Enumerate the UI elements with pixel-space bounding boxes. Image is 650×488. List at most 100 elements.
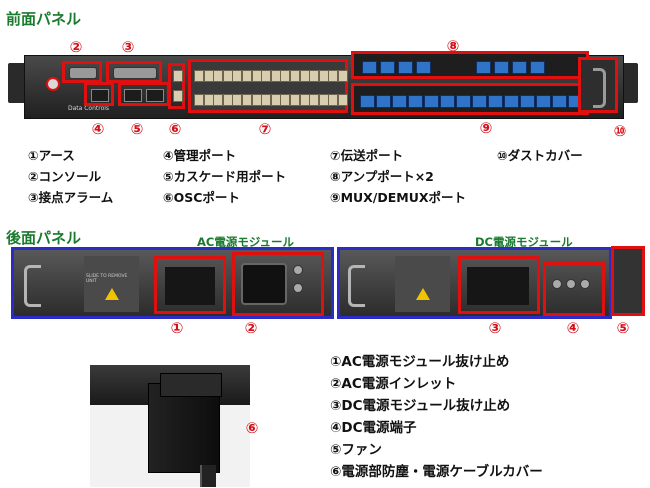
front-legend-col4: ⑩ダストカバー	[497, 145, 583, 166]
rear-callout-2: ②	[244, 319, 258, 337]
transmission-port	[328, 94, 339, 106]
callout-10: ⑩	[613, 122, 627, 140]
transmission-port	[232, 94, 243, 106]
legend-cascade-port: ⑤カスケード用ポート	[163, 169, 287, 184]
legend-ac-inlet: ②AC電源インレット	[330, 376, 457, 392]
power-cover-photo	[90, 365, 250, 487]
legend-fan: ⑤ファン	[330, 442, 382, 458]
transmission-port	[290, 70, 300, 82]
transmission-port	[338, 94, 348, 106]
callout-7: ⑦	[258, 120, 272, 138]
dc-module-box	[337, 247, 612, 319]
console-port-box	[62, 61, 102, 83]
transmission-port	[328, 70, 339, 82]
power-cable	[200, 465, 216, 487]
legend-dust-cover: ⑩ダストカバー	[497, 148, 583, 163]
amplifier-port	[362, 61, 377, 74]
ac-label-plate: SLIDE TO REMOVE UNIT	[84, 256, 139, 312]
amplifier-port-box	[351, 51, 589, 79]
transmission-port	[251, 70, 262, 82]
transmission-port	[261, 70, 272, 82]
transmission-port	[270, 70, 281, 82]
transmission-port	[299, 70, 310, 82]
ac-module-label: AC電源モジュール	[197, 235, 295, 249]
transmission-port	[213, 70, 224, 82]
cover-bracket	[148, 383, 220, 473]
transmission-port	[261, 94, 272, 106]
transmission-port	[194, 94, 204, 106]
mux-demux-port-box	[351, 83, 589, 115]
dc-module-label: DC電源モジュール	[475, 235, 573, 249]
amplifier-port	[494, 61, 509, 74]
dc-label-plate	[395, 256, 450, 312]
osc-port-box	[168, 63, 185, 109]
dc-module-lock-box	[458, 256, 540, 314]
mux-demux-port	[376, 95, 391, 108]
dc-handle	[348, 265, 365, 307]
dust-cover-box	[578, 57, 618, 113]
transmission-port	[280, 70, 291, 82]
rack-ear-right	[620, 63, 638, 103]
mux-demux-port	[392, 95, 407, 108]
legend-earth: ①アース	[28, 148, 75, 163]
rear-callout-3: ③	[488, 319, 502, 337]
legend-osc-port: ⑥OSCポート	[163, 190, 240, 205]
detail-callout-6: ⑥	[245, 419, 259, 437]
ac-plate-text: SLIDE TO REMOVE UNIT	[86, 274, 128, 284]
mux-demux-port	[552, 95, 567, 108]
rack-ear-left	[8, 63, 26, 103]
amplifier-port	[512, 61, 527, 74]
ac-module-lock-box	[154, 256, 226, 314]
front-legend-col1: ①アース ②コンソール ③接点アラーム	[28, 145, 113, 208]
ac-module-box: SLIDE TO REMOVE UNIT	[11, 247, 334, 319]
amplifier-port	[398, 61, 413, 74]
mux-demux-port	[488, 95, 503, 108]
transmission-port	[299, 94, 310, 106]
legend-transmission-port: ⑦伝送ポート	[330, 148, 404, 163]
transmission-port	[194, 70, 204, 82]
rear-callout-1: ①	[170, 319, 184, 337]
front-legend-col2: ④管理ポート ⑤カスケード用ポート ⑥OSCポート	[163, 145, 286, 208]
callout-4: ④	[91, 120, 105, 138]
transmission-port	[309, 70, 320, 82]
amplifier-port	[476, 61, 491, 74]
legend-cover: ⑥電源部防塵・電源ケーブルカバー	[330, 464, 543, 480]
legend-dc-terminal: ④DC電源端子	[330, 420, 417, 436]
transmission-port	[203, 94, 214, 106]
mux-demux-port	[424, 95, 439, 108]
callout-6: ⑥	[168, 120, 182, 138]
transmission-port	[232, 70, 243, 82]
transmission-port	[242, 94, 252, 106]
legend-management-port: ④管理ポート	[163, 148, 237, 163]
transmission-port	[318, 70, 329, 82]
callout-3: ③	[121, 38, 135, 56]
transmission-port	[203, 70, 214, 82]
amplifier-port	[416, 61, 431, 74]
transmission-port	[318, 94, 329, 106]
transmission-port	[213, 94, 224, 106]
transmission-port	[280, 94, 291, 106]
mux-demux-port	[504, 95, 519, 108]
rear-legend: ①AC電源モジュール抜け止め ②AC電源インレット ③DC電源モジュール抜け止め…	[330, 351, 543, 483]
ac-caution-icon	[104, 288, 119, 300]
callout-2: ②	[69, 38, 83, 56]
device-logo: Data Controls	[68, 105, 110, 112]
rear-panel-title: 後面パネル	[6, 229, 82, 247]
transmission-port	[222, 94, 233, 106]
ground-terminal	[46, 77, 60, 91]
alarm-port-box	[106, 61, 162, 83]
legend-dc-lock: ③DC電源モジュール抜け止め	[330, 398, 511, 414]
mux-demux-port	[360, 95, 375, 108]
amplifier-port	[380, 61, 395, 74]
mux-demux-port	[536, 95, 551, 108]
mux-demux-port	[456, 95, 471, 108]
legend-mux-port: ⑨MUX/DEMUXポート	[330, 190, 467, 205]
transmission-port	[242, 70, 252, 82]
management-port-box	[84, 82, 114, 106]
dc-terminal-box	[543, 262, 605, 316]
transmission-port	[251, 94, 262, 106]
transmission-port	[222, 70, 233, 82]
transmission-port	[290, 94, 300, 106]
cover-top	[160, 373, 222, 397]
ac-handle	[24, 265, 41, 307]
